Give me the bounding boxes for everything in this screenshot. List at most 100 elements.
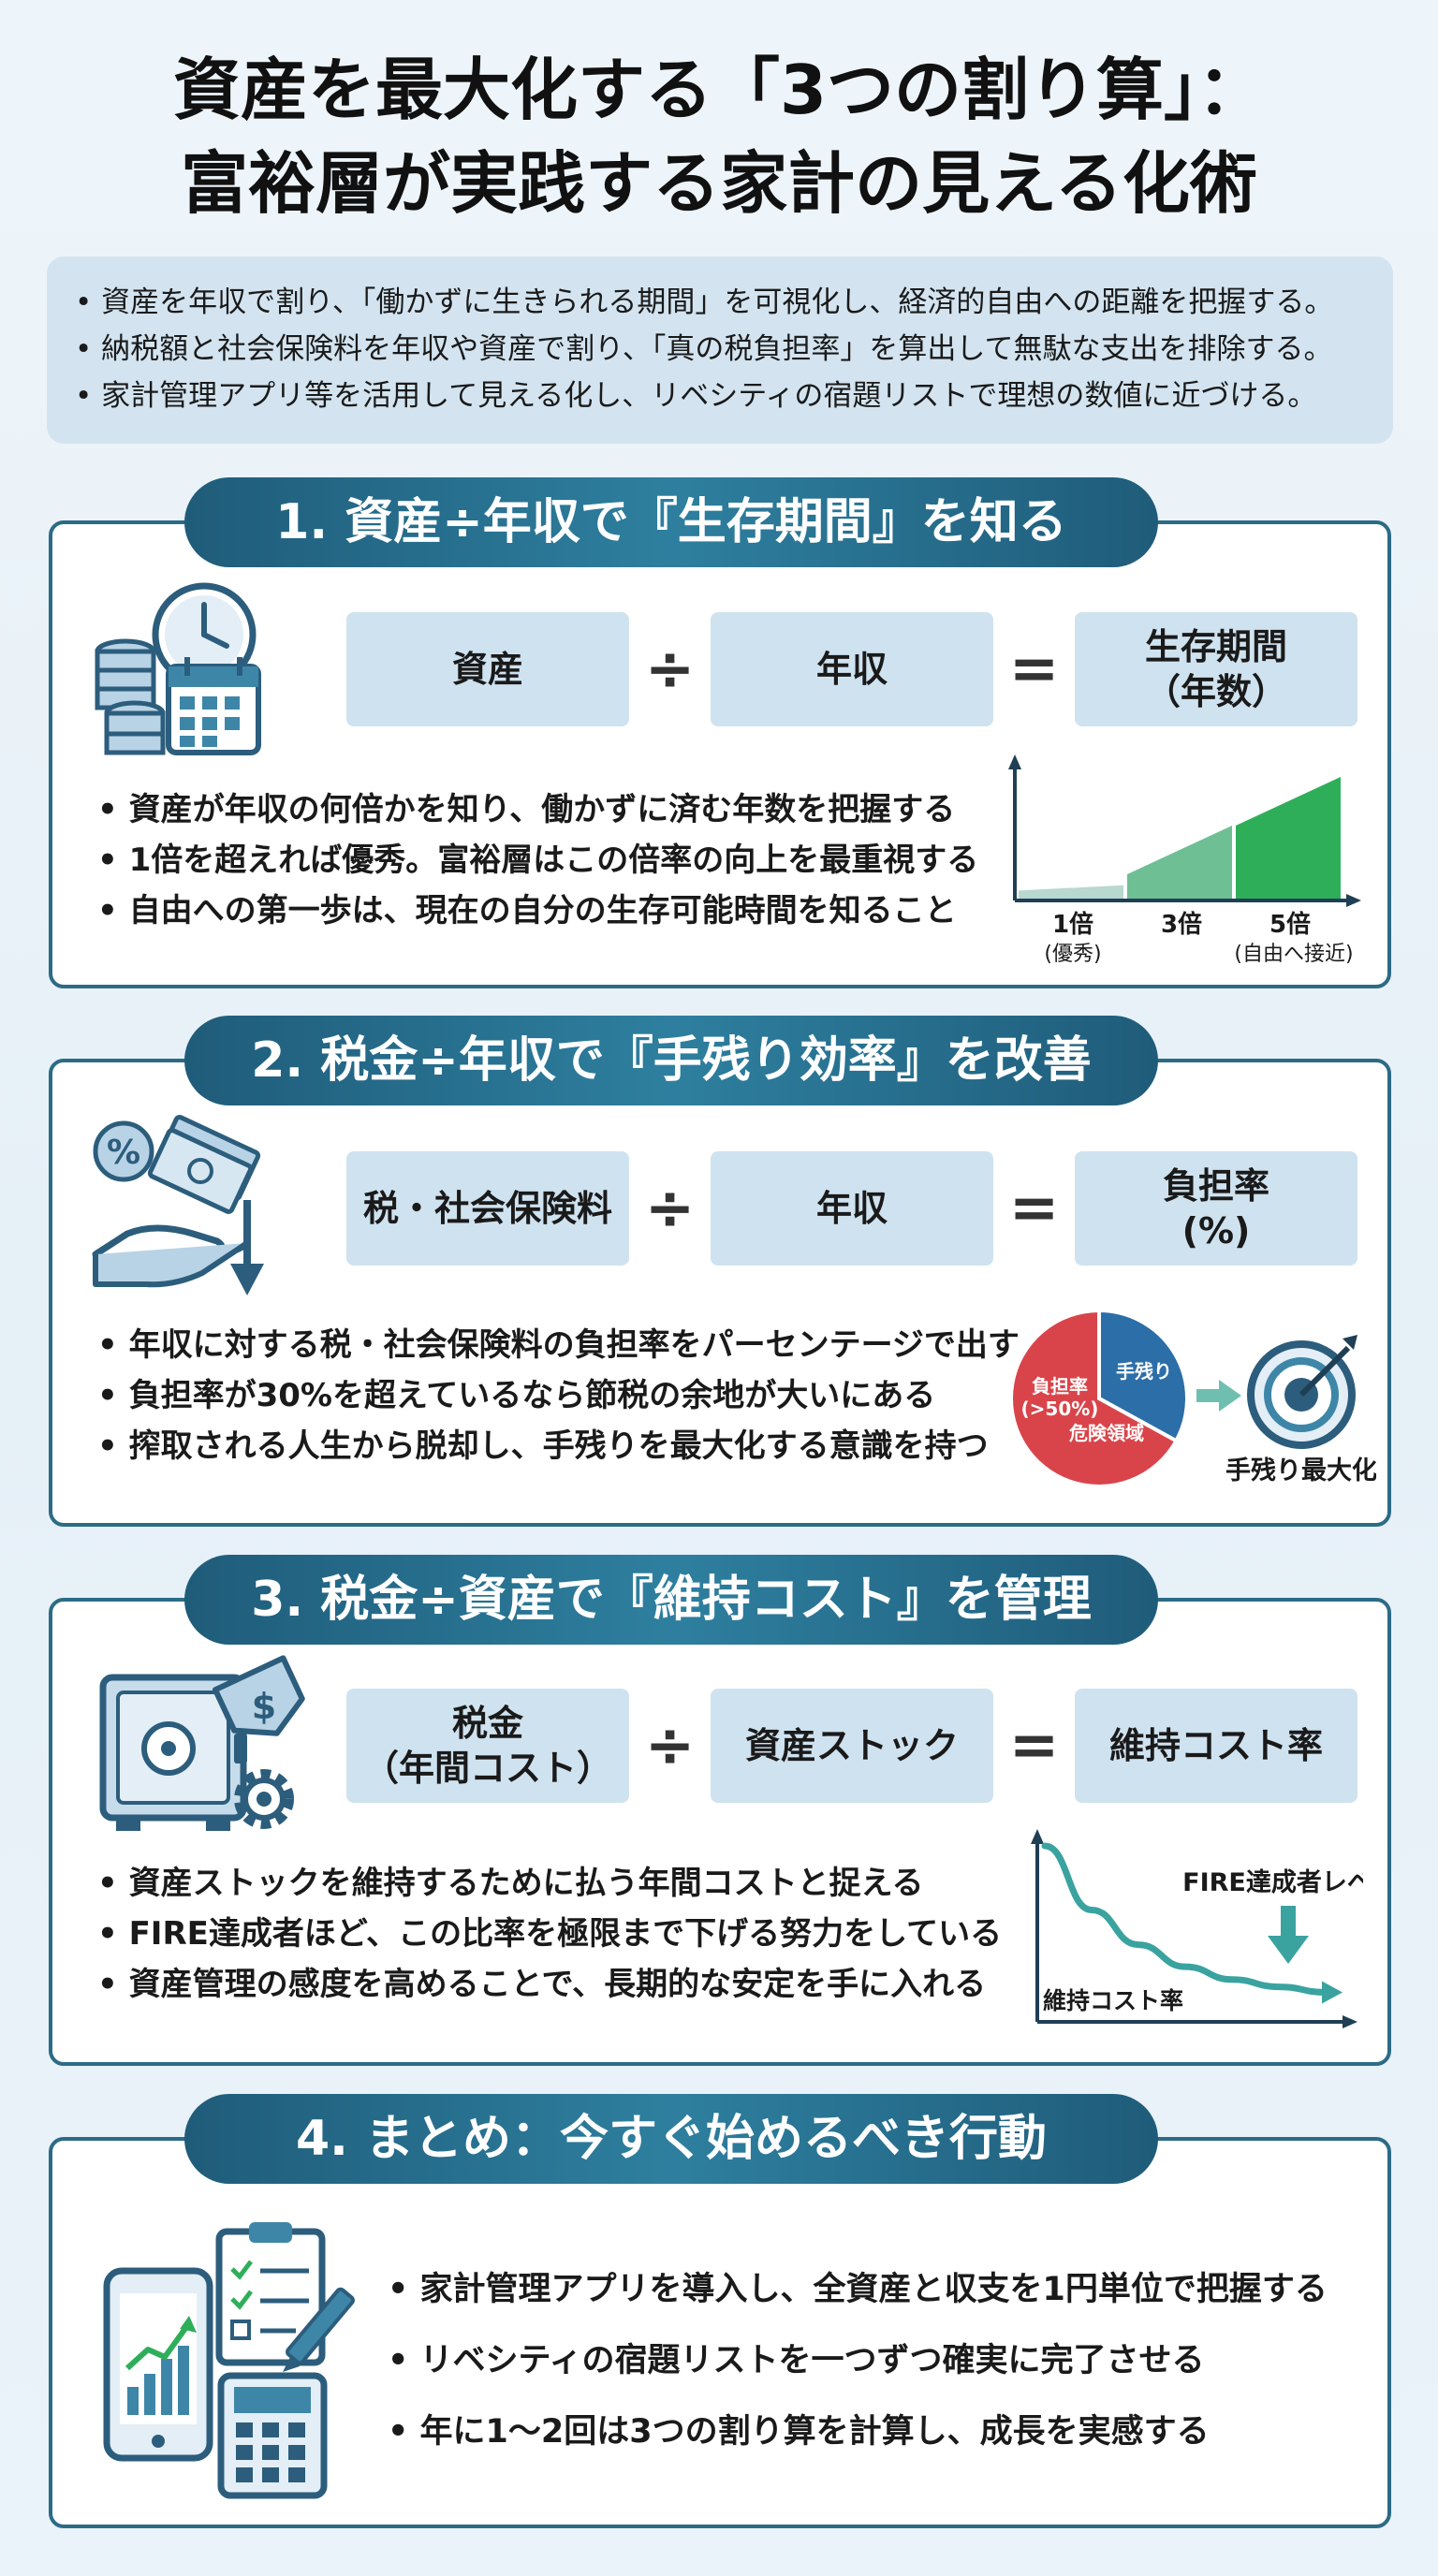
down-arrow-icon — [1268, 1906, 1309, 1964]
equals-sign: = — [1008, 1711, 1060, 1780]
equals-sign: = — [1008, 635, 1060, 704]
formula-box-assets: 資産 — [346, 612, 629, 726]
section-4-heading: 4. まとめ：今すぐ始めるべき行動 — [184, 2094, 1158, 2184]
bullet-item: • 資産が年収の何倍かを知り、働かずに済む年数を把握する — [97, 791, 956, 828]
summary-line: • 資産を年収で割り、「働かずに生きられる期間」を可視化し、経済的自由への距離を… — [75, 285, 1334, 319]
pie-slice-1 — [1097, 1308, 1189, 1444]
summary-line: • 納税額と社会保険料を年収や資産で割り、「真の税負担率」を算出して無駄な支出を… — [75, 332, 1333, 366]
equals-sign: = — [1008, 1174, 1060, 1243]
banknotes-icon — [147, 1115, 261, 1214]
section-1-heading: 1. 資産÷年収で『生存期間』を知る — [184, 477, 1158, 567]
formula-box-asset-stock: 資産ストック — [711, 1689, 993, 1803]
area-segment-2 — [1127, 826, 1232, 899]
result-label: 生存期間 — [1144, 626, 1287, 667]
bullet-item: • 搾取される人生から脱却し、手残りを最大化する意識を持つ — [97, 1427, 989, 1465]
section-2-bullets: • 年収に対する税・社会保険料の負担率をパーセンテージで出す • 負担率が30%… — [97, 1320, 1020, 1471]
survival-multiplier-chart: 1倍 (優秀) 3倍 5倍 (自由へ接近) — [1008, 754, 1361, 966]
formula-box-income: 年収 — [711, 1151, 993, 1266]
formula-box-survival-years: 生存期間 （年数） — [1075, 612, 1357, 726]
bullet-item: • FIRE達成者ほど、この比率を極限まで下げる努力をしている — [97, 1915, 1003, 1953]
section-4-bullets: • 家計管理アプリを導入し、全資産と収支を1円単位で把握する • リベシティの宿… — [388, 2254, 1328, 2467]
section-3-formula: 税金 （年間コスト） ÷ 資産ストック = 維持コスト率 — [346, 1689, 1357, 1803]
section-3-icon-group: $ — [99, 1655, 305, 1831]
hand-icon — [92, 1224, 251, 1288]
target-icon — [1247, 1335, 1357, 1449]
x-tick-label: 1倍 — [1052, 910, 1093, 939]
y-axis-arrow — [1008, 754, 1021, 769]
divide-sign: ÷ — [644, 1711, 696, 1780]
bullet-item: • リベシティの宿題リストを一つずつ確実に完了させる — [388, 2342, 1205, 2379]
result-label: 負担率 — [1162, 1165, 1269, 1207]
bullet-item: • 資産管理の感度を高めることで、長期的な安定を手に入れる — [97, 1966, 987, 2003]
cost-curve-line — [1041, 1842, 1329, 1996]
x-tick-label: 5倍 — [1269, 910, 1311, 939]
y-axis-label: 維持コスト率 — [1043, 1987, 1183, 2014]
section-3-bullets: • 資産ストックを維持するために払う年間コストと捉える • FIRE達成者ほど、… — [97, 1858, 1002, 2010]
svg-text:%: % — [107, 1134, 140, 1172]
bullet-item: • 家計管理アプリを導入し、全資産と収支を1円単位で把握する — [388, 2271, 1328, 2308]
calendar-icon — [166, 657, 261, 755]
divide-sign: ÷ — [644, 1174, 696, 1243]
x-tick-sublabel: (優秀) — [1044, 943, 1101, 966]
checklist-clipboard-icon — [215, 2222, 326, 2366]
section-2-formula: 税・社会保険料 ÷ 年収 = 負担率 (%) — [346, 1151, 1357, 1266]
bullet-item: • 資産ストックを維持するために払う年間コストと捉える — [97, 1865, 924, 1902]
safe-icon — [99, 1674, 247, 1831]
burden-pie-chart: 負担率 (>50%) 危険領域 手残り 手残り最大化 — [1009, 1308, 1376, 1488]
formula-box-tax-annual-cost: 税金 （年間コスト） — [346, 1689, 629, 1803]
y-axis-arrow — [1031, 1829, 1044, 1844]
divide-sign: ÷ — [644, 635, 696, 704]
area-segment-1 — [1019, 885, 1123, 899]
title-line-1: 資産を最大化する「3つの割り算」： — [172, 51, 1266, 129]
section-1-icon-group — [95, 582, 261, 755]
pen-icon — [283, 2287, 355, 2372]
section-3-heading: 3. 税金÷資産で『維持コスト』を管理 — [184, 1555, 1158, 1645]
fire-level-annotation: FIRE達成者レベル — [1182, 1868, 1363, 1897]
svg-text:$: $ — [252, 1686, 276, 1727]
target-label: 手残り最大化 — [1225, 1456, 1376, 1486]
summary-line: • 家計管理アプリ等を活用して見える化し、リベシティの宿題リストで理想の数値に近… — [75, 379, 1317, 413]
formula-label: 税金 — [451, 1703, 523, 1744]
section-1-card — [49, 520, 1391, 988]
down-arrow-icon — [230, 1200, 264, 1295]
summary-box: • 資産を年収で割り、「働かずに生きられる期間」を可視化し、経済的自由への距離を… — [47, 256, 1393, 444]
x-axis-arrow — [1346, 894, 1361, 907]
area-segment-3 — [1236, 777, 1341, 899]
formula-box-burden-rate: 負担率 (%) — [1075, 1151, 1357, 1266]
section-1-formula: 資産 ÷ 年収 = 生存期間 （年数） — [346, 612, 1357, 726]
title-line-2: 富裕層が実践する家計の見える化術 — [181, 144, 1257, 223]
bullet-item: • 年に1～2回は3つの割り算を計算し、成長を実感する — [388, 2413, 1210, 2451]
gear-icon — [234, 1769, 294, 1829]
formula-box-tax-insurance: 税・社会保険料 — [346, 1151, 629, 1266]
bullet-item: • 自由への第一歩は、現在の自分の生存可能時間を知ること — [97, 892, 957, 929]
cost-curve-arrowhead — [1322, 1981, 1343, 2004]
maintenance-cost-curve: FIRE達成者レベル 維持コスト率 — [1031, 1829, 1363, 2028]
pie-label-danger: 危険領域 — [1069, 1422, 1144, 1444]
coins-stack-icon — [95, 638, 166, 755]
bullet-item: • 負担率が30%を超えているなら節税の余地が大いにある — [97, 1377, 936, 1414]
section-2-icon-group: % — [92, 1115, 264, 1295]
clock-icon — [152, 582, 257, 687]
percent-icon: % — [93, 1120, 154, 1182]
calculator-icon — [217, 2372, 328, 2499]
bullet-item: • 1倍を超えれば優秀。富裕層はこの倍率の向上を最重視する — [97, 842, 979, 879]
x-tick-sublabel: (自由へ接近) — [1234, 943, 1353, 966]
pie-label-burden: 負担率 — [1032, 1375, 1088, 1398]
page-title: 資産を最大化する「3つの割り算」： 富裕層が実践する家計の見える化術 — [0, 43, 1438, 230]
result-unit: (%) — [1181, 1210, 1251, 1251]
smartphone-chart-icon — [103, 2267, 213, 2462]
right-arrow-icon — [1196, 1380, 1241, 1412]
section-1-bullets: • 資産が年収の何倍かを知り、働かずに済む年数を把握する • 1倍を超えれば優秀… — [97, 784, 978, 936]
pie-label-over-50: (>50%) — [1021, 1398, 1099, 1420]
pie-label-take-home: 手残り — [1116, 1360, 1172, 1383]
formula-box-maintenance-cost-rate: 維持コスト率 — [1075, 1689, 1357, 1803]
section-4-icon-group — [103, 2222, 355, 2499]
x-tick-label: 3倍 — [1161, 910, 1202, 939]
x-axis-arrow — [1343, 2015, 1357, 2028]
formula-box-income: 年収 — [711, 612, 993, 726]
bullet-item: • 年収に対する税・社会保険料の負担率をパーセンテージで出す — [97, 1326, 1020, 1364]
section-2-heading: 2. 税金÷年収で『手残り効率』を改善 — [184, 1016, 1158, 1105]
pie-slice-2 — [1009, 1308, 1180, 1488]
formula-sublabel: （年間コスト） — [362, 1748, 612, 1789]
result-unit: （年数） — [1144, 671, 1287, 712]
